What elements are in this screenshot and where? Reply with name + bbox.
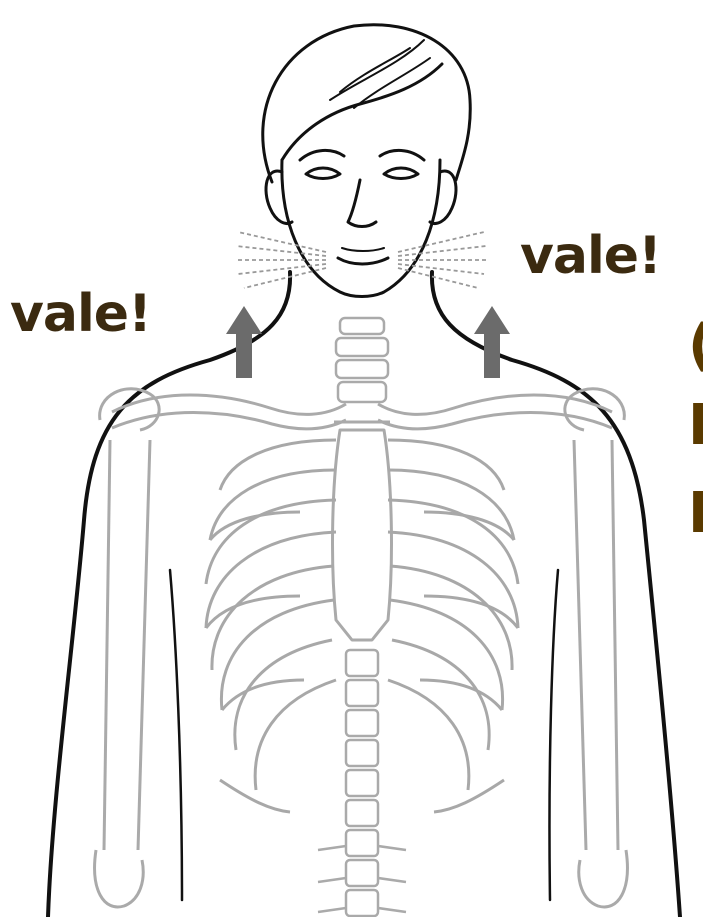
- breath-lines-icon: [236, 232, 486, 288]
- clavicles: [100, 389, 625, 430]
- neck-vertebrae: [336, 318, 388, 402]
- cropped-text-3: I: [688, 486, 703, 542]
- sternum: [333, 422, 392, 640]
- ribcage: [206, 440, 518, 812]
- head: [263, 25, 471, 297]
- label-vale-right: vale!: [520, 230, 661, 282]
- label-vale-left: vale!: [10, 288, 151, 340]
- cropped-text-2: I: [688, 398, 703, 454]
- cropped-text-1: (: [688, 318, 703, 374]
- humerus-bones: [95, 440, 628, 907]
- spine: [318, 650, 406, 916]
